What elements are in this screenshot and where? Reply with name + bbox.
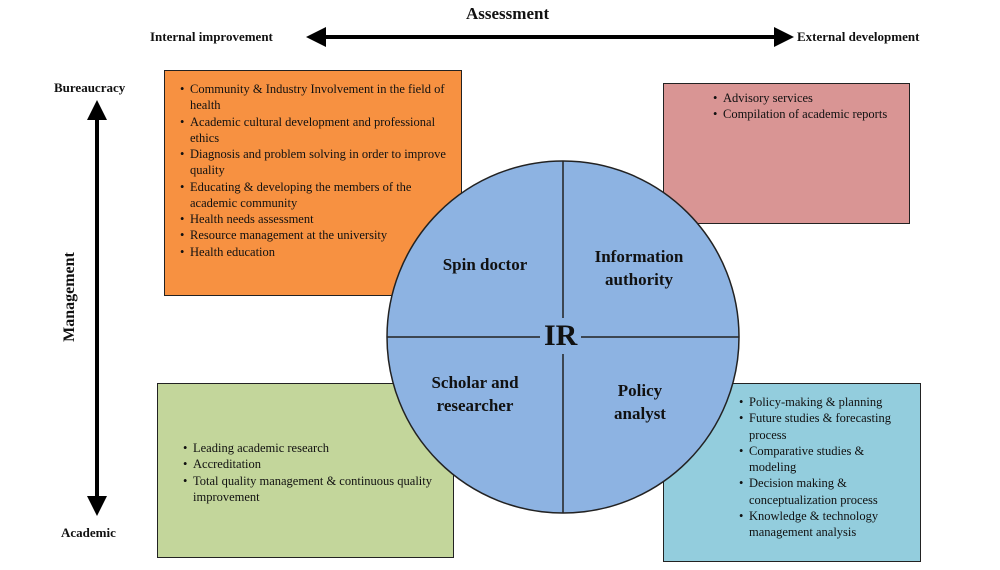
list-item: Health education xyxy=(180,244,449,261)
list-item: Educating & developing the members of th… xyxy=(180,179,449,212)
quadrant-policy-analyst: Policy analyst xyxy=(614,381,666,423)
list-item: Leading academic research xyxy=(183,440,441,457)
list-item: Decision making & conceptualization proc… xyxy=(739,475,912,508)
quadrant-information-authority: Information authority xyxy=(594,247,684,289)
list-item: Health needs assessment xyxy=(180,211,449,228)
quadrant-scholar-researcher: Scholar and researcher xyxy=(431,373,519,415)
list-item: Comparative studies & modeling xyxy=(739,443,912,476)
list-item: Community & Industry Involvement in the … xyxy=(180,81,449,114)
list-item: Future studies & forecasting process xyxy=(739,410,912,443)
list-item: Knowledge & technology management analys… xyxy=(739,508,912,541)
external-development-label: External development xyxy=(797,29,920,44)
academic-label: Academic xyxy=(61,525,116,540)
box-top-left-list: Community & Industry Involvement in the … xyxy=(177,81,449,260)
list-item: Total quality management & continuous qu… xyxy=(183,473,441,506)
box-bottom-left-list: Leading academic research Accreditation … xyxy=(180,440,441,505)
list-item: Policy-making & planning xyxy=(739,394,912,411)
internal-improvement-label: Internal improvement xyxy=(150,29,273,44)
list-item: Compilation of academic reports xyxy=(713,106,897,123)
list-item: Accreditation xyxy=(183,456,441,473)
list-item: Advisory services xyxy=(713,90,897,107)
box-top-right-list: Advisory services Compilation of academi… xyxy=(710,90,897,123)
bureaucracy-label: Bureaucracy xyxy=(54,80,126,95)
list-item: Academic cultural development and profes… xyxy=(180,114,449,147)
ir-center-label: IR xyxy=(540,318,582,354)
box-bottom-right-list: Policy-making & planning Future studies … xyxy=(736,394,912,540)
list-item: Diagnosis and problem solving in order t… xyxy=(180,146,449,179)
box-top-right: Advisory services Compilation of academi… xyxy=(663,83,910,224)
quadrant-spin-doctor: Spin doctor xyxy=(442,255,528,274)
list-item: Resource management at the university xyxy=(180,227,449,244)
assessment-title: Assessment xyxy=(466,4,550,23)
